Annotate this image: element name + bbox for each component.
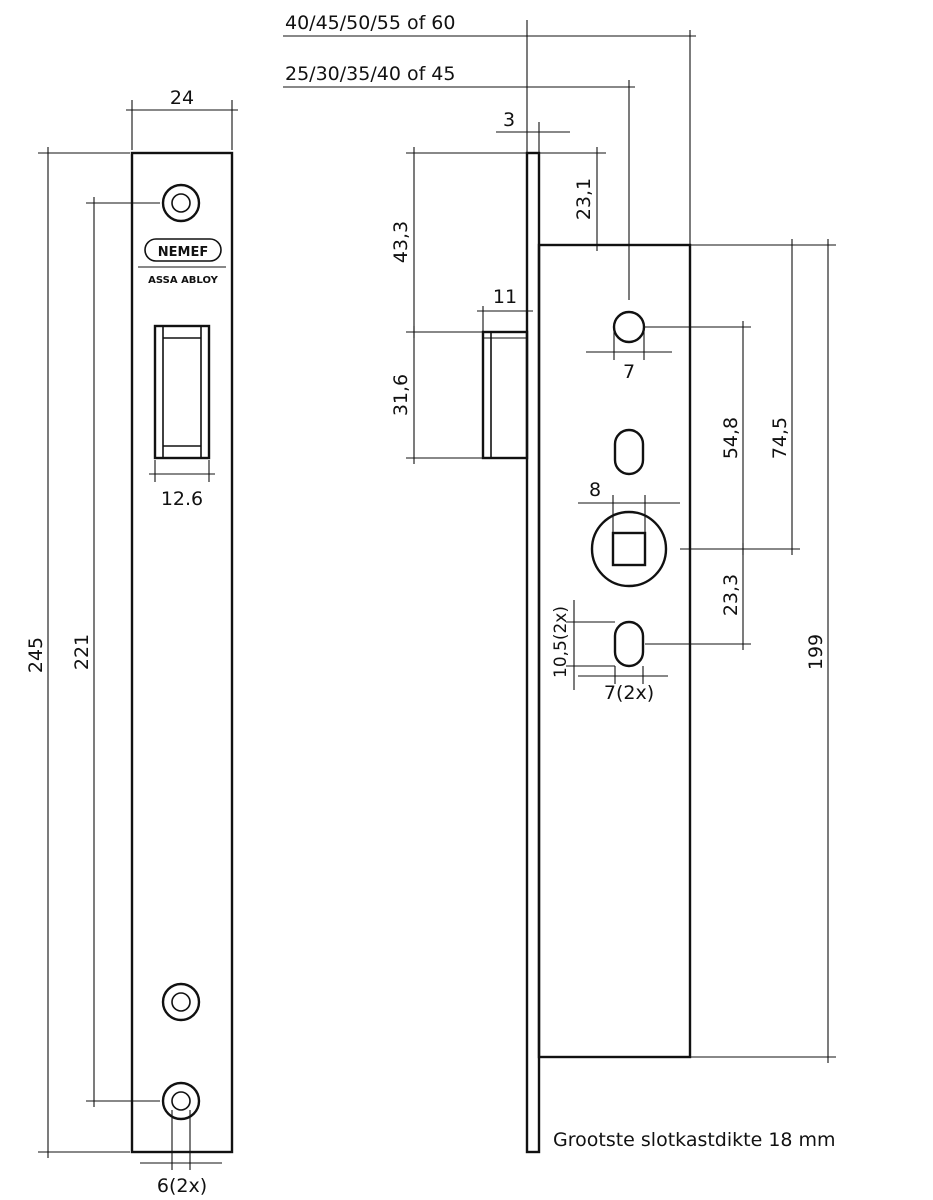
height-label: 245 xyxy=(25,637,47,673)
bottom-screw-hole xyxy=(161,1081,201,1121)
backset-large-label: 40/45/50/55 of 60 xyxy=(285,12,455,34)
middle-screw-hole xyxy=(161,982,201,1022)
plate-thickness-label: 3 xyxy=(503,109,515,131)
dim-slot-width: 7(2x) xyxy=(578,666,668,704)
side-view: 40/45/50/55 of 60 25/30/35/40 of 45 3 23… xyxy=(283,12,836,1154)
dim-height: 245 xyxy=(25,147,130,1158)
dim-bolt-height: 31,6 xyxy=(390,326,483,464)
cylinder-hole xyxy=(612,310,646,344)
spacing-548-label: 54,8 xyxy=(720,417,742,459)
hole-dia-label: 6(2x) xyxy=(157,1175,207,1197)
dim-width: 24 xyxy=(126,87,238,150)
bolt-projection-label: 11 xyxy=(493,286,517,308)
dim-hole-spacing: 221 xyxy=(71,197,160,1107)
lock-case xyxy=(537,243,692,1059)
dim-spacing-745: 74,5 xyxy=(769,239,793,555)
cylinder-hole-label: 7 xyxy=(623,361,635,383)
dim-cylinder-hole: 7 xyxy=(586,330,672,383)
lower-slot xyxy=(613,620,645,668)
square-label: 8 xyxy=(589,479,601,501)
follower xyxy=(590,510,668,588)
upper-slot xyxy=(613,428,645,476)
nemef-logo: NEMEF ASSA ABLOY xyxy=(138,238,226,286)
dim-case-height: 199 xyxy=(805,239,829,1063)
sub-brand-text: ASSA ABLOY xyxy=(148,275,218,286)
backset-small-label: 25/30/35/40 of 45 xyxy=(285,63,455,85)
dim-top-to-bolt: 43,3 xyxy=(390,147,483,338)
top-to-case-label: 23,1 xyxy=(573,178,595,220)
front-plate xyxy=(525,151,541,1154)
top-screw-hole xyxy=(161,183,201,223)
bolt-height-label: 31,6 xyxy=(390,374,412,416)
latch-window xyxy=(153,324,211,460)
dim-spacing-233: 23,3 xyxy=(720,543,744,650)
footnote: Grootste slotkastdikte 18 mm xyxy=(553,1129,836,1151)
dim-latch-width: 12.6 xyxy=(149,460,215,510)
latch-width-label: 12.6 xyxy=(161,488,203,510)
dim-hole-dia: 6(2x) xyxy=(140,1110,222,1197)
faceplate-outline xyxy=(130,151,234,1154)
spacing-233-label: 23,3 xyxy=(720,574,742,616)
brand-text: NEMEF xyxy=(158,245,208,260)
dim-top-to-case: 23,1 xyxy=(573,147,598,251)
faceplate-view: NEMEF ASSA ABLOY 24 245 xyxy=(25,87,238,1197)
top-to-bolt-label: 43,3 xyxy=(390,221,412,263)
dim-backset-large: 40/45/50/55 of 60 xyxy=(283,12,696,37)
dim-backset-small: 25/30/35/40 of 45 xyxy=(283,63,635,88)
case-height-label: 199 xyxy=(805,634,827,670)
dim-bolt-projection: 11 xyxy=(477,286,533,332)
dim-plate-thickness: 3 xyxy=(496,109,570,153)
dim-square: 8 xyxy=(578,479,680,533)
width-label: 24 xyxy=(170,87,194,109)
latch-bolt xyxy=(481,330,529,460)
slot-height-label: 10,5(2x) xyxy=(551,606,571,678)
dim-slot-height: 10,5(2x) xyxy=(551,600,615,690)
slot-width-label: 7(2x) xyxy=(604,682,654,704)
hole-spacing-label: 221 xyxy=(71,634,93,670)
spacing-745-label: 74,5 xyxy=(769,417,791,459)
dim-spacing-548: 54,8 xyxy=(720,321,744,555)
